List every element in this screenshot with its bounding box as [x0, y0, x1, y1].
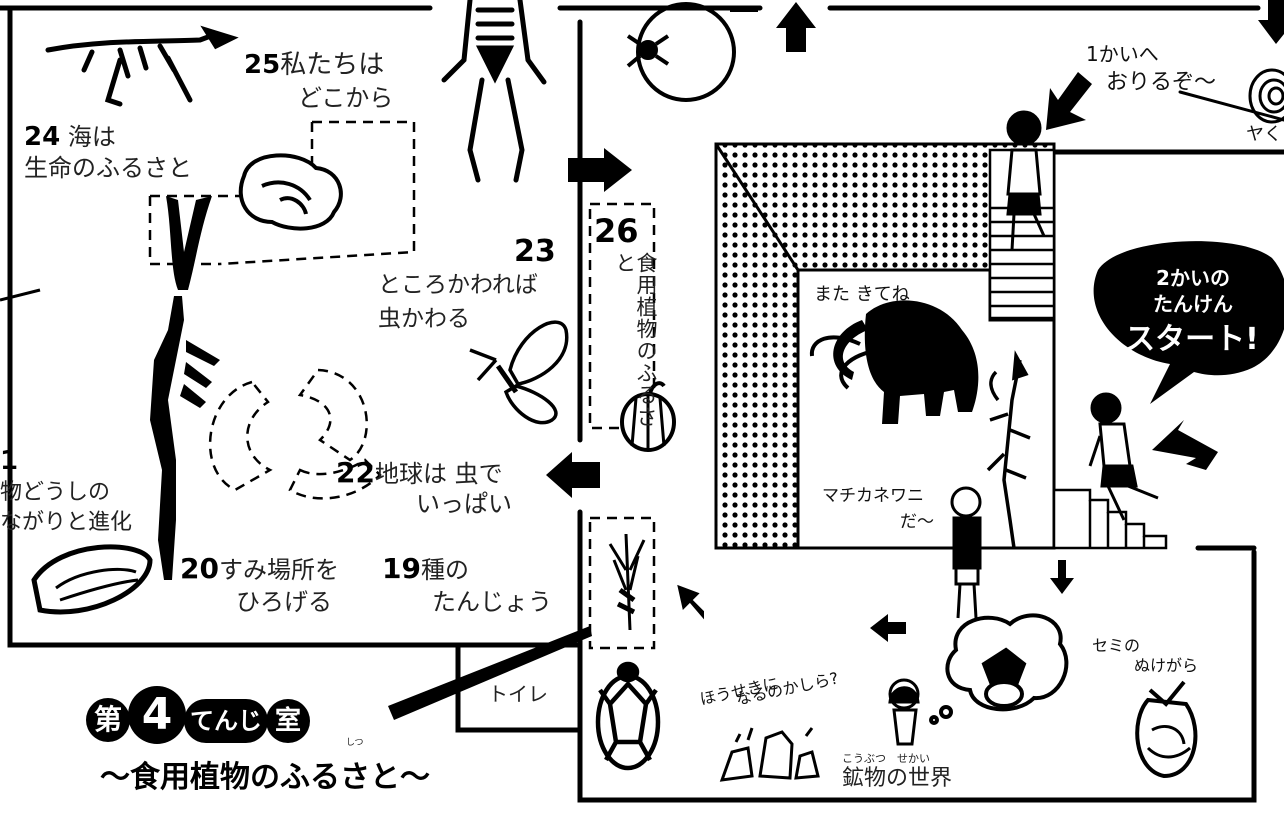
turtle-icon [595, 661, 661, 771]
gem-crystals-icon [719, 727, 820, 782]
crocodile-skeleton-icon [986, 350, 1031, 549]
speech-line-3: スタート! [1125, 322, 1259, 357]
room-20-title-2: ひろげる [236, 588, 332, 616]
room-22-title-1: 地球は 虫で [374, 460, 503, 488]
title-subtitle: 〜食用植物のふるさと〜 [100, 760, 430, 795]
arrow-topright-icon [1258, 0, 1284, 44]
room-22-title-2: いっぱい [416, 490, 512, 518]
room-25-title-1: 私たちは [280, 50, 385, 80]
mata-kitene-note: また きてね [814, 284, 910, 305]
arrow-right-icon [568, 148, 632, 192]
arrow-down-icon [1050, 560, 1074, 594]
title-number: 4 [128, 686, 186, 744]
dashed-areas [148, 120, 656, 650]
yaku-note: ヤく [1246, 124, 1282, 145]
kobutsu-label: 鉱物の世界 [842, 766, 953, 791]
arrow-upleft-icon [677, 584, 704, 620]
thought-bubble-gem [929, 613, 1069, 725]
room-25-label: 25私たちは [244, 50, 384, 81]
arrow-left-icon [546, 452, 600, 498]
mammoth-icon [809, 300, 979, 424]
room-25-label-2: どこから [298, 84, 394, 112]
lettuce-icon [238, 153, 343, 231]
butterfly-icon [469, 320, 569, 425]
walls [0, 5, 1284, 803]
room-24-title-1: 海は [67, 123, 116, 151]
room-22-label: 22地球は 虫で [336, 456, 503, 490]
speech-line-1: 2かいの [1156, 266, 1230, 290]
arrow-left-small-icon [870, 614, 906, 642]
room-20-label: 20すみ場所を [180, 552, 339, 586]
room-24-label: 24 海は [24, 122, 116, 153]
machikanewani-note-2: だ〜 [900, 512, 934, 532]
speech-line-2: たんけん [1153, 292, 1233, 316]
room-20-number: 20 [180, 552, 219, 585]
arrows [546, 0, 1284, 642]
room-21-title-1: 物どうしの [0, 480, 111, 505]
title-dai: 第 [86, 698, 130, 742]
room-22-number: 22 [336, 456, 375, 489]
semi-note-2: ぬけがら [1134, 656, 1199, 675]
cicada-shell-icon [1135, 680, 1198, 779]
semi-note-1: セミの [1092, 636, 1141, 655]
title-ten: てんじ [184, 699, 268, 743]
arrow-down-left-icon [1046, 72, 1092, 130]
room-20-title-1: すみ場所を [218, 556, 339, 584]
room-21-title-2: ながりと進化 [0, 510, 133, 535]
title-shitsu: 室 [266, 699, 310, 743]
toilet-label: トイレ [488, 682, 548, 706]
room-23-title-1: ところかわれば [378, 272, 538, 298]
dinosaur-skeleton-icon [45, 25, 239, 107]
kobutsu-ruby: こうぶつ せかい [842, 752, 930, 765]
human-skeleton-icon [441, 0, 547, 183]
shell-icon-edge [1248, 68, 1284, 124]
child-figures [888, 110, 1159, 746]
title-shitsu-ruby: しつ [346, 738, 364, 748]
stairs-up [1052, 488, 1168, 550]
arrow-start-icon [1152, 420, 1218, 470]
room-19-label: 19種の [382, 552, 469, 586]
machikanewani-note-1: マチカネワニ [822, 486, 924, 506]
wall-stub-left [0, 288, 41, 302]
plant-sprout-icon [608, 533, 646, 631]
room-26-title: 食用植物のふるさと [613, 252, 658, 428]
down-stairs-note-1: 1かいへ [1086, 42, 1159, 66]
room-23-title-2: 虫かわる [378, 306, 470, 332]
arrow-up-icon [776, 2, 816, 52]
room-24-label-2: 生命のふるさと [24, 154, 192, 182]
watermelon-icon [620, 381, 676, 452]
room-19-title-2: たんじょう [432, 588, 552, 616]
spider-in-bubble-icon [626, 2, 758, 102]
room-26-number: 26 [594, 212, 639, 250]
room-21-number: 1 [0, 446, 19, 476]
room-19-number: 19 [382, 552, 421, 585]
room-23-number: 23 [514, 234, 556, 269]
title-graphics [388, 626, 592, 720]
fish-skeleton-icon [150, 196, 220, 580]
room-24-number: 24 [24, 122, 61, 152]
seed-icon [31, 544, 153, 615]
down-stairs-note-2: おりるぞ〜 [1106, 70, 1217, 95]
speech-bubble [1093, 241, 1284, 404]
room-25-number: 25 [244, 50, 281, 80]
room-19-title-1: 種の [420, 556, 469, 584]
